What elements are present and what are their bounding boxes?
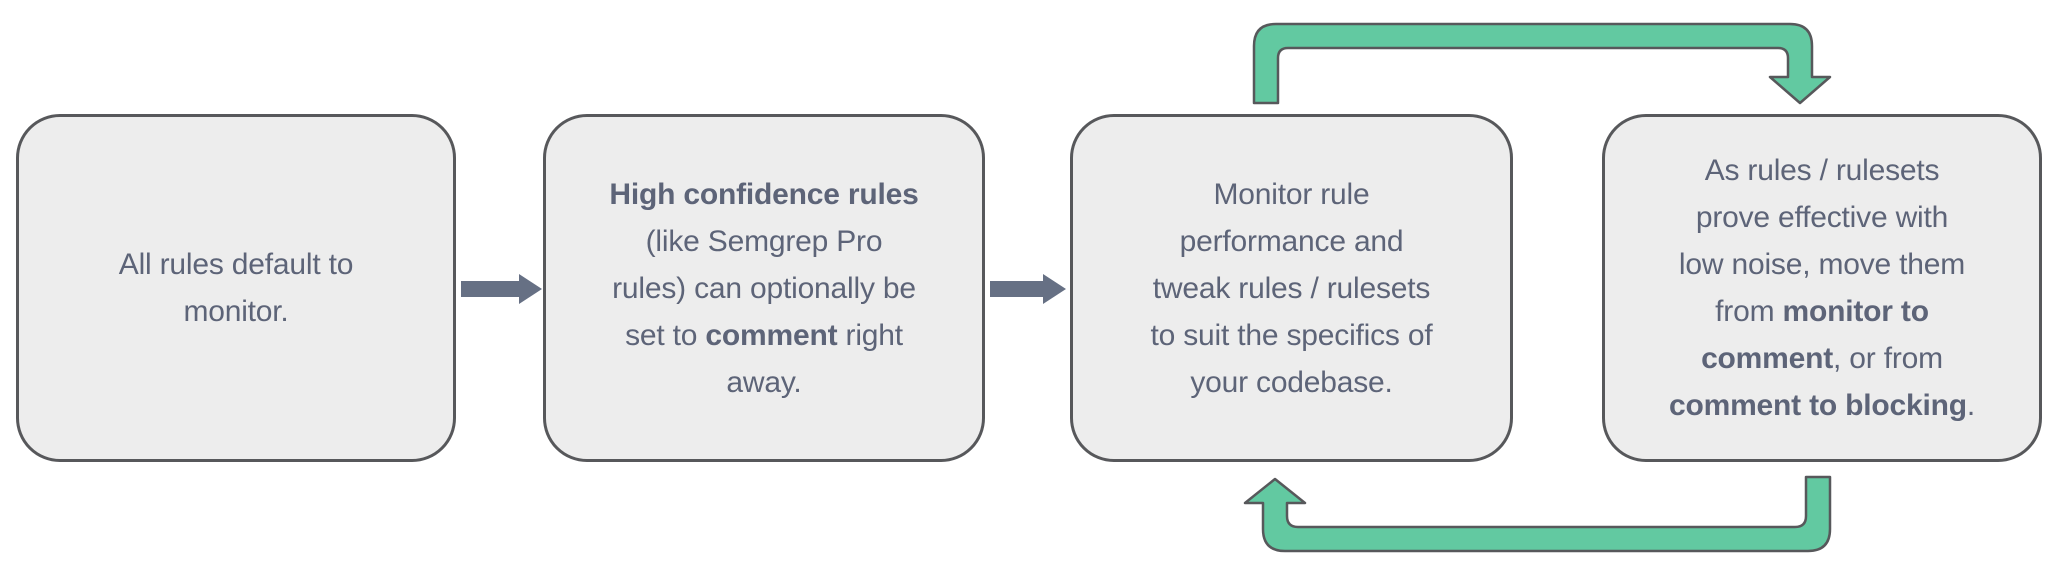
text-line: High confidence rules — [609, 177, 919, 211]
text-line: comment to blocking. — [1668, 389, 1976, 422]
text-line: comment, or from — [1701, 342, 1943, 375]
text-line: set to comment right — [625, 318, 903, 352]
text-line: (like Semgrep Pro — [645, 224, 883, 258]
text-line: rules) can optionally be — [612, 271, 916, 305]
text-line: low noise, move them — [1678, 248, 1966, 281]
arrow-right-icon — [990, 274, 1066, 304]
flow-step-1: All rules default to monitor. — [16, 114, 456, 462]
text-line: tweak rules / rulesets — [1152, 271, 1431, 305]
text-line: prove effective with — [1695, 201, 1949, 234]
text-line: from monitor to — [1715, 295, 1929, 328]
flow-step-3: Monitor rule performance and tweak rules /… — [1070, 114, 1513, 462]
text-line: All rules default to — [118, 248, 354, 281]
loop-arrow-top-icon — [1252, 22, 1832, 105]
text-line: to suit the specifics of — [1150, 318, 1433, 352]
arrow-right-icon — [461, 274, 542, 304]
text-line: monitor. — [183, 295, 289, 328]
text-line: performance and — [1179, 224, 1404, 258]
text-line: Monitor rule — [1213, 177, 1370, 211]
text-line: away. — [726, 365, 802, 399]
loop-arrow-bottom-icon — [1243, 475, 1832, 553]
flow-step-2: High confidence rules (like Semgrep Pro ru… — [543, 114, 985, 462]
flow-step-4: As rules / rulesets prove effective with l… — [1602, 114, 2042, 462]
text-line: your codebase. — [1190, 365, 1393, 399]
text-line: As rules / rulesets — [1704, 154, 1940, 187]
